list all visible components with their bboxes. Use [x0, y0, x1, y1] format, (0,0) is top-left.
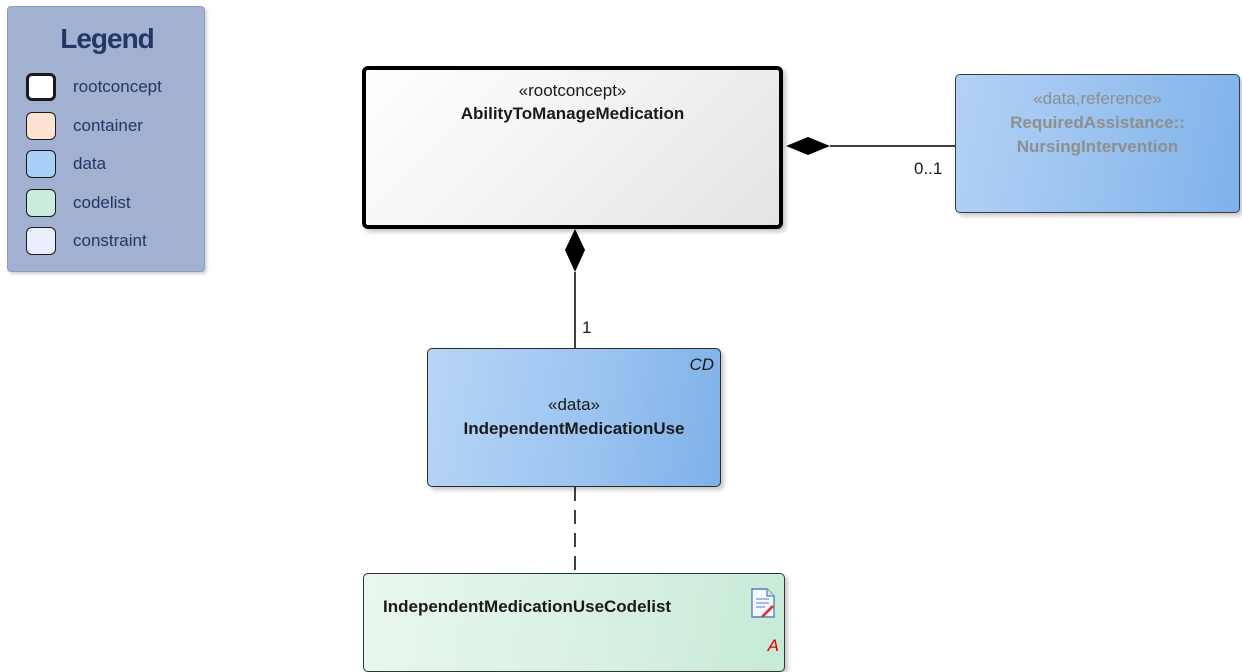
multiplicity-data: 1: [582, 318, 592, 337]
class-reference[interactable]: «data,reference» RequiredAssistance:: Nu…: [955, 74, 1240, 213]
legend-title: Legend: [60, 23, 155, 54]
reference-stereotype: «data,reference»: [1033, 89, 1162, 108]
data-stereotype: «data»: [548, 395, 600, 414]
multiplicity-reference: 0..1: [914, 159, 943, 178]
legend-swatch-container: [26, 112, 56, 140]
legend-item-constraint: constraint: [26, 227, 201, 257]
reference-class-name-line1: RequiredAssistance::: [1010, 113, 1185, 132]
legend-item-data: data: [26, 150, 201, 180]
legend-swatch-codelist: [26, 189, 56, 217]
codelist-tag: A: [767, 636, 779, 655]
document-icon: [751, 588, 775, 618]
legend: Legend rootconcept container data codeli…: [7, 6, 205, 272]
class-root-concept[interactable]: «rootconcept» AbilityToManageMedication: [362, 66, 783, 229]
data-class-name: IndependentMedicationUse: [463, 419, 685, 438]
root-reference-diamond: [786, 137, 830, 155]
legend-item-rootconcept: rootconcept: [26, 73, 201, 103]
legend-item-codelist: codelist: [26, 189, 201, 219]
legend-label-codelist: codelist: [73, 193, 131, 212]
data-type-tag: CD: [689, 355, 714, 374]
root-data-diamond: [565, 229, 585, 272]
root-stereotype: «rootconcept»: [518, 81, 627, 100]
legend-swatch-data: [26, 150, 56, 178]
legend-swatch-rootconcept: [26, 73, 56, 101]
legend-swatch-constraint: [26, 227, 56, 255]
legend-item-container: container: [26, 112, 201, 142]
legend-label-rootconcept: rootconcept: [73, 77, 162, 96]
legend-label-container: container: [73, 116, 143, 135]
reference-class-name-line2: NursingIntervention: [1016, 137, 1179, 156]
class-codelist[interactable]: IndependentMedicationUseCodelist A: [363, 573, 785, 672]
legend-label-constraint: constraint: [73, 231, 147, 250]
root-class-name: AbilityToManageMedication: [460, 104, 685, 123]
codelist-class-name: IndependentMedicationUseCodelist: [383, 597, 672, 616]
class-data[interactable]: CD «data» IndependentMedicationUse: [427, 348, 721, 487]
legend-label-data: data: [73, 154, 107, 173]
